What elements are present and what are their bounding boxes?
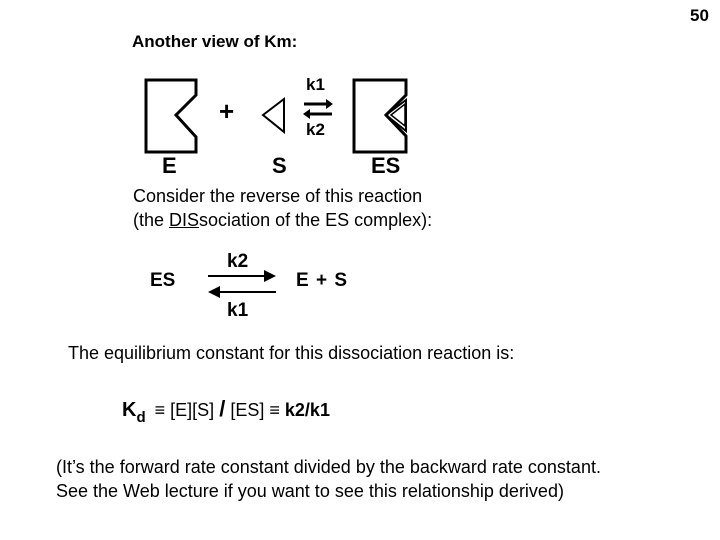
concentration-product: [E][S] — [170, 400, 214, 420]
complex-concentration: [ES] — [230, 400, 264, 420]
note-line-2: See the Web lecture if you want to see t… — [56, 481, 564, 502]
equilibrium-intro: The equilibrium constant for this dissoc… — [68, 343, 514, 364]
note-line-1: (It’s the forward rate constant divided … — [56, 457, 601, 478]
division-slash: / — [219, 396, 225, 421]
rate-ratio: k2/k1 — [285, 400, 330, 420]
kd-symbol: K — [122, 399, 136, 421]
equiv-sign-1: ≡ — [155, 400, 166, 420]
kd-equation: Kd ≡ [E][S] / [ES] ≡ k2/k1 — [122, 396, 330, 422]
kd-subscript: d — [136, 409, 145, 426]
equiv-sign-2: ≡ — [269, 400, 280, 420]
